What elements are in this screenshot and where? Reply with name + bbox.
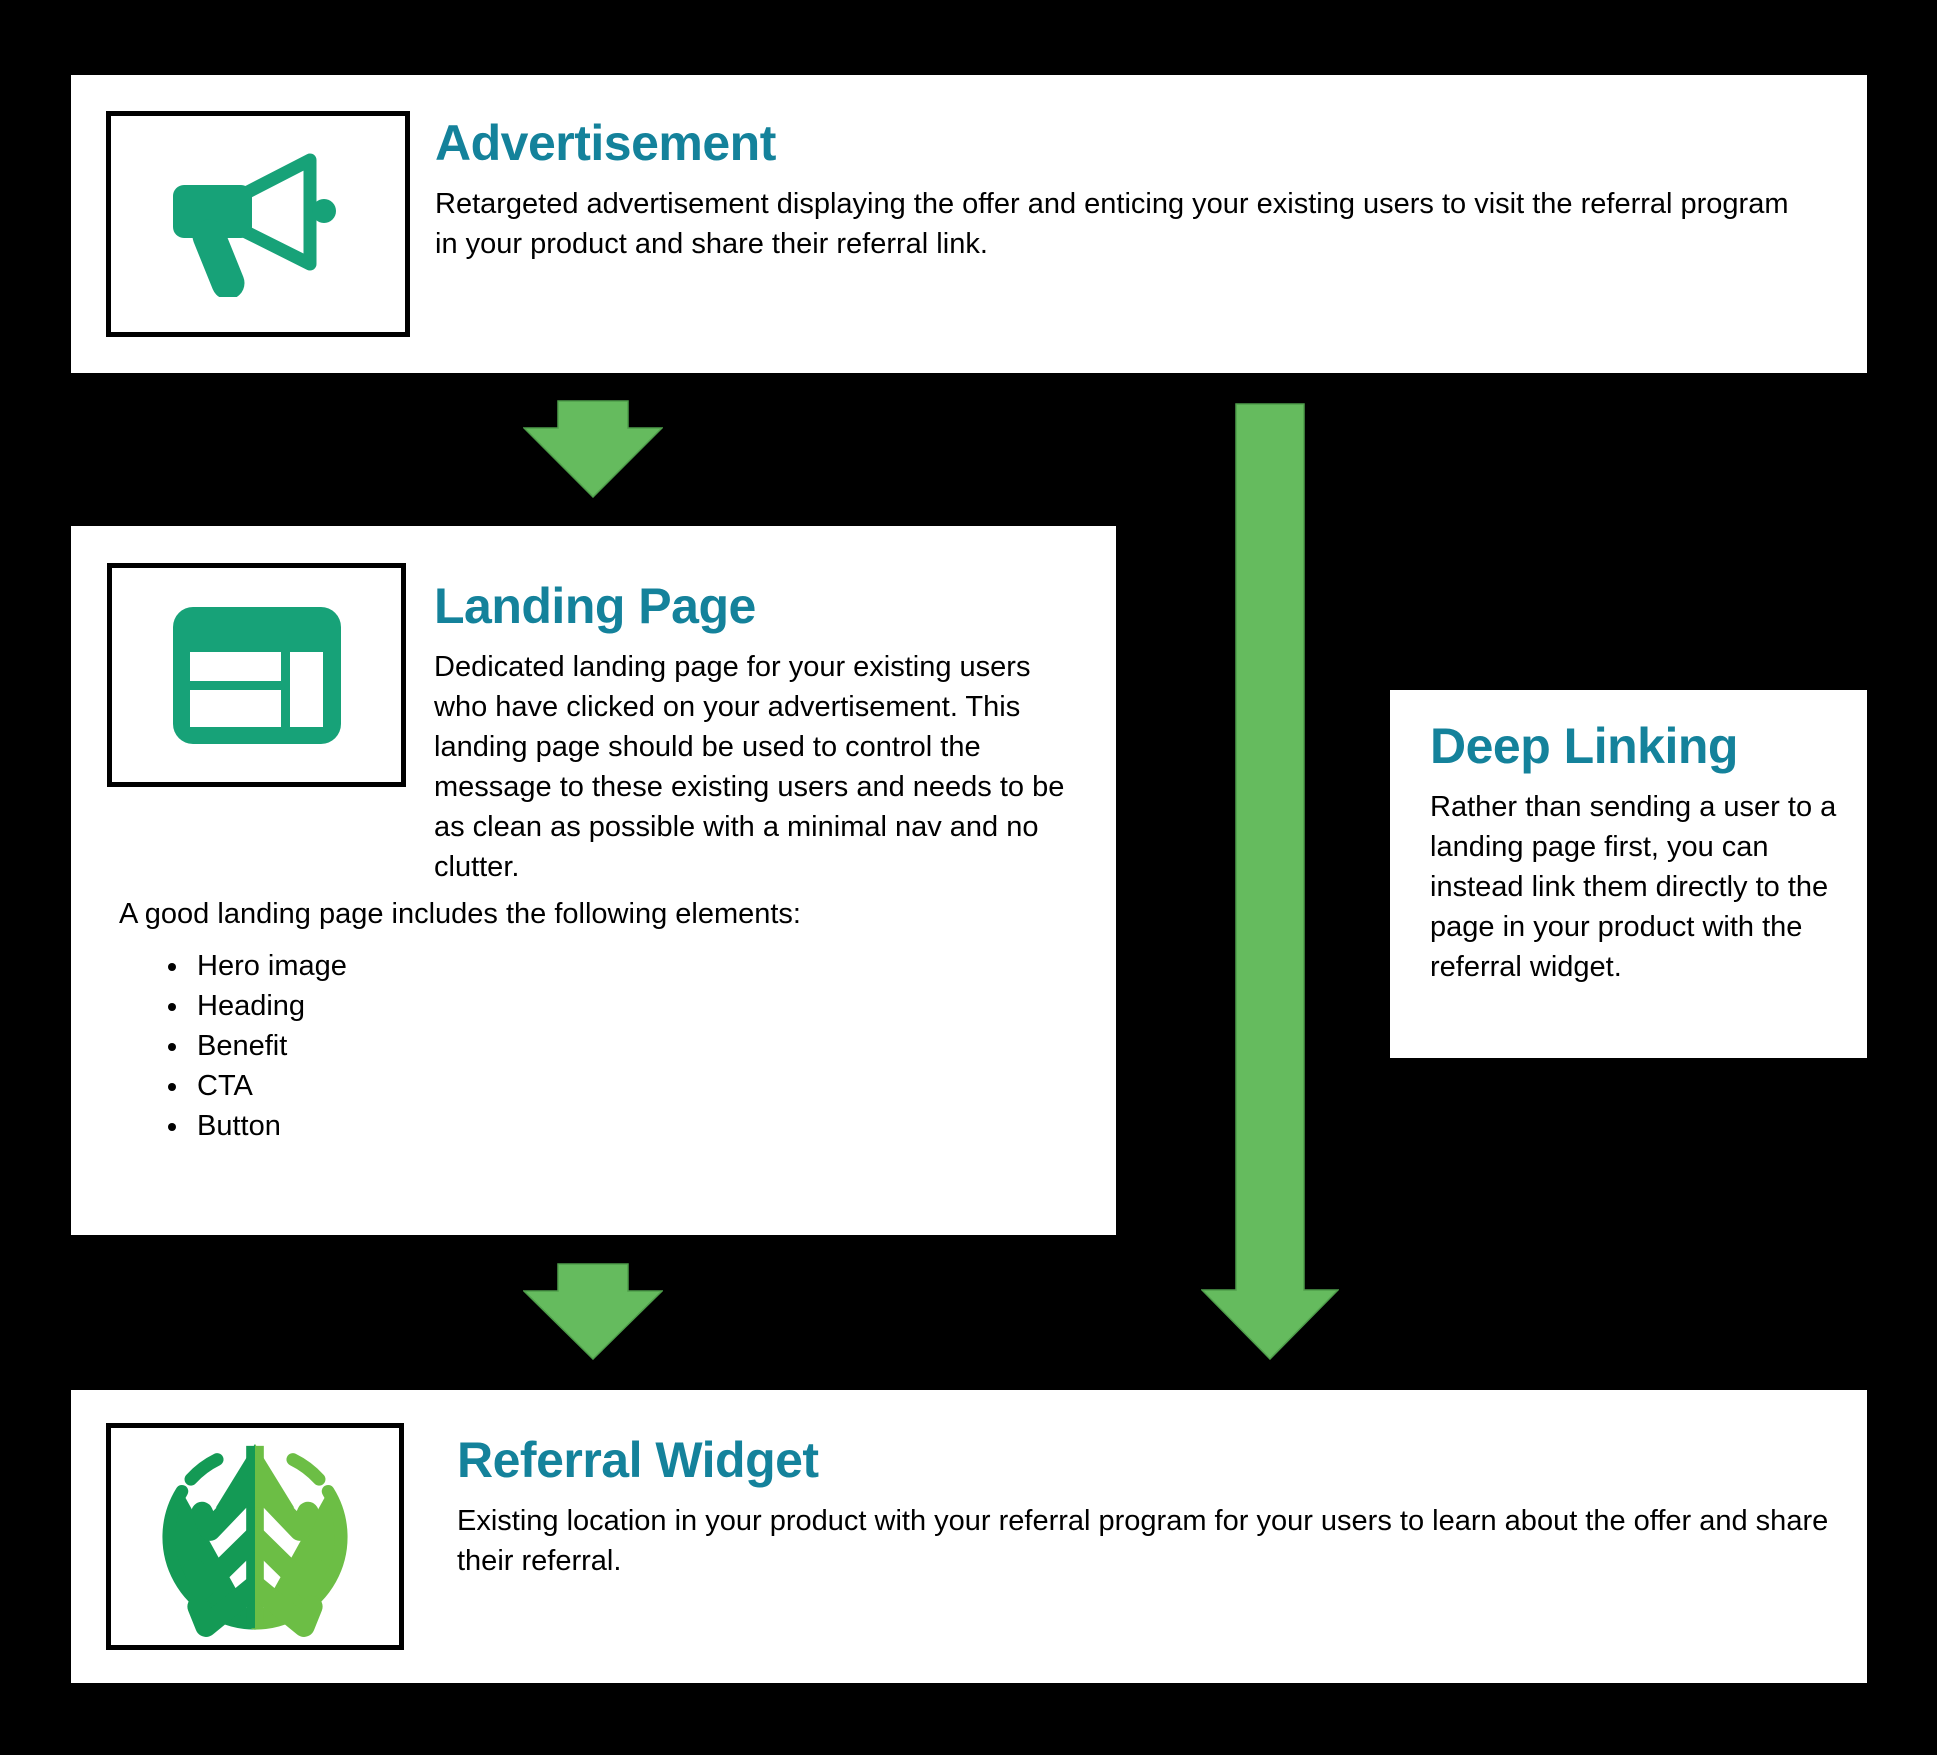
advertisement-description: Retargeted advertisement displaying the … [435,188,1789,260]
advertisement-title: Advertisement [435,115,776,171]
long-down-arrow-icon [1201,403,1339,1360]
list-item: CTA [191,1066,1079,1106]
landing-page-content: Landing Page Dedicated landing page for … [434,580,1074,887]
advertisement-card: Advertisement Retargeted advertisement d… [71,75,1867,373]
referral-widget-content: Referral Widget Existing location in you… [457,1434,1857,1581]
evergreen-tree-logo-icon [162,1443,348,1637]
referral-widget-title: Referral Widget [457,1432,819,1488]
referral-widget-description: Existing location in your product with y… [457,1505,1829,1577]
referral-widget-card: Referral Widget Existing location in you… [71,1390,1867,1683]
deep-linking-description: Rather than sending a user to a landing … [1430,791,1837,983]
deep-linking-content: Deep Linking Rather than sending a user … [1430,720,1845,987]
list-item: Benefit [191,1026,1079,1066]
landing-page-elements: A good landing page includes the followi… [119,894,1079,1146]
landing-page-description: Dedicated landing page for your existing… [434,651,1065,883]
landing-page-card: Landing Page Dedicated landing page for … [71,526,1116,1235]
landing-page-title: Landing Page [434,578,756,634]
megaphone-icon [173,153,336,297]
landing-elements-list: Hero image Heading Benefit CTA Button [119,946,1079,1146]
list-item: Button [191,1106,1079,1146]
advertisement-icon-frame [106,111,410,337]
down-arrow-icon [523,400,663,498]
landing-elements-intro: A good landing page includes the followi… [119,898,801,930]
referral-widget-icon-frame [106,1423,404,1650]
landing-page-icon-frame [107,563,406,787]
advertisement-content: Advertisement Retargeted advertisement d… [435,117,1795,264]
browser-layout-icon [172,606,341,744]
down-arrow-icon [523,1263,663,1360]
deep-linking-card: Deep Linking Rather than sending a user … [1390,690,1867,1058]
deep-linking-title: Deep Linking [1430,718,1738,774]
list-item: Heading [191,986,1079,1026]
list-item: Hero image [191,946,1079,986]
